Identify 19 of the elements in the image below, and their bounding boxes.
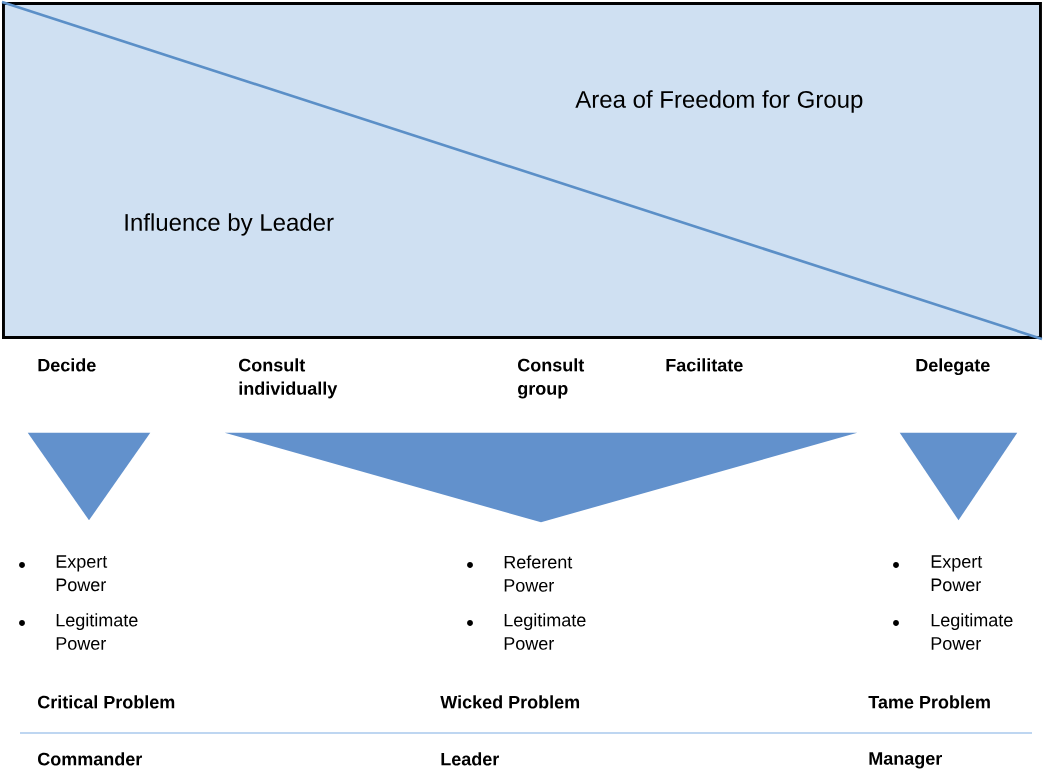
role-label: Leader (441, 752, 500, 766)
option-label: Consult individually (239, 358, 338, 399)
option-label: Decide (38, 358, 96, 372)
role-label: Wicked Problem (440, 695, 580, 709)
option-label: Delegate (916, 358, 990, 376)
power-item: Legitimate Power (504, 613, 586, 650)
role-label: Critical Problem (38, 695, 175, 709)
area-label: Area of Freedom for Group (575, 90, 863, 113)
option-label: Consult group (518, 358, 585, 399)
power-item: Legitimate Power (56, 613, 138, 650)
triangle (899, 432, 1018, 521)
role-label: Commander (38, 752, 142, 766)
triangle (27, 432, 151, 521)
role-label: Tame Problem (868, 695, 990, 709)
triangle (224, 432, 858, 523)
area-label: Influence by Leader (125, 213, 334, 236)
power-item: Legitimate Power (931, 613, 1013, 650)
option-label: Facilitate (666, 358, 743, 372)
role-label: Manager (869, 752, 942, 769)
